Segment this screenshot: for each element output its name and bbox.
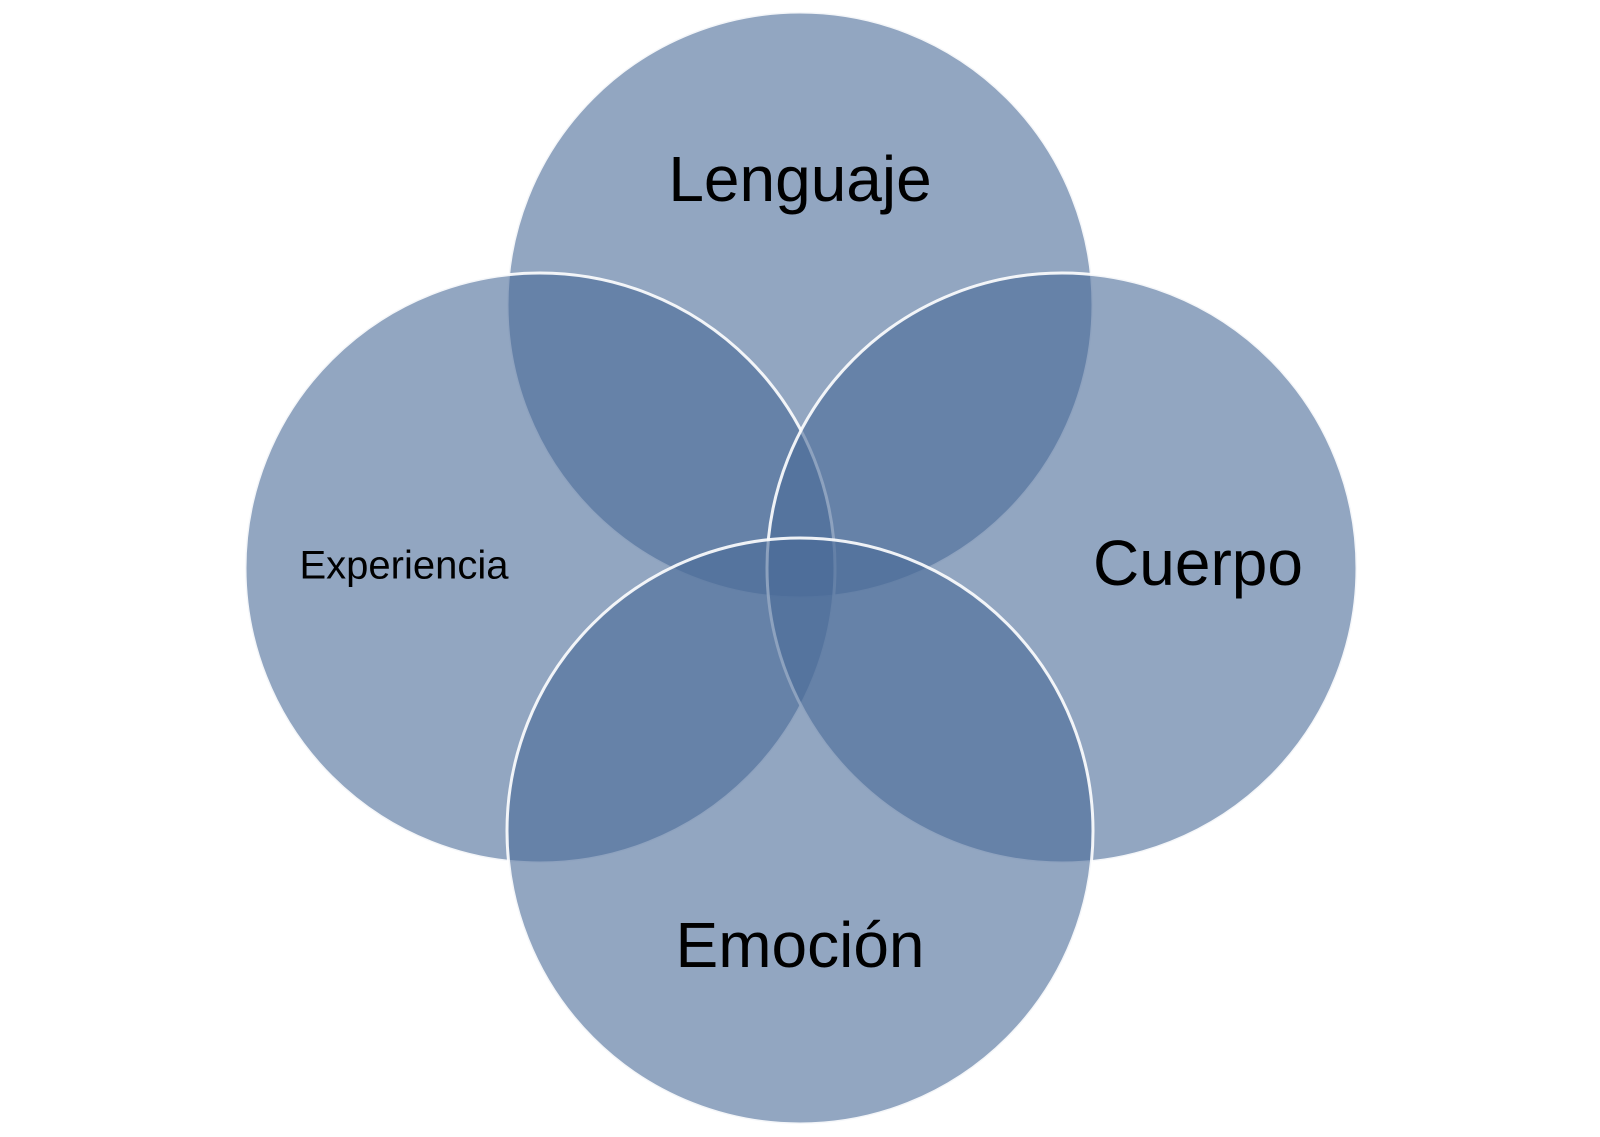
label-experiencia: Experiencia xyxy=(299,544,509,588)
label-emocion: Emoción xyxy=(676,909,925,981)
label-cuerpo: Cuerpo xyxy=(1093,527,1303,599)
label-lenguaje: Lenguaje xyxy=(668,143,931,215)
circle-emocion xyxy=(505,536,1095,1126)
